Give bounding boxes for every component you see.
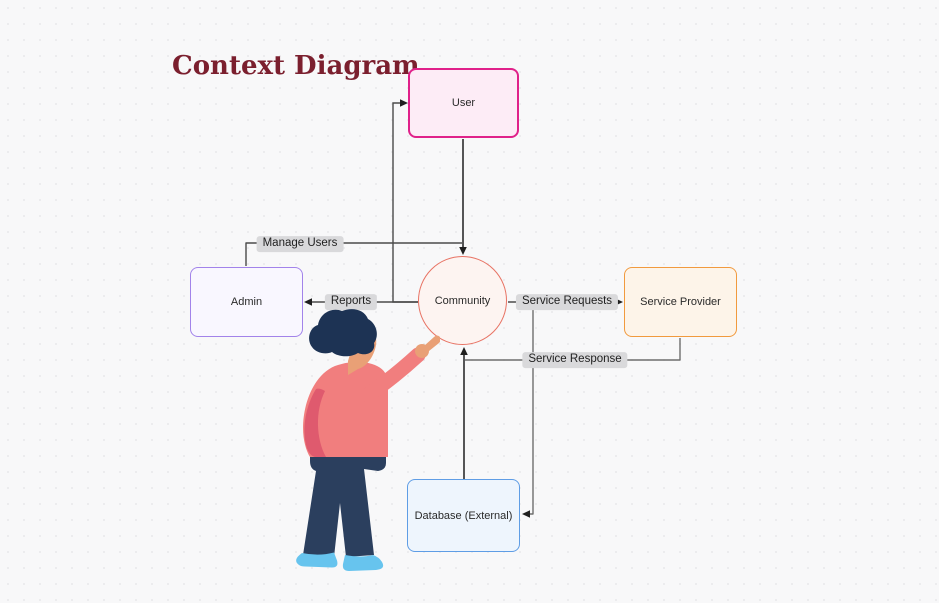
node-service-provider[interactable]: Service Provider	[624, 267, 737, 337]
person-pants	[303, 443, 386, 557]
arrowhead-into-admin	[304, 298, 312, 306]
person-sweater	[303, 361, 388, 457]
arrowhead-into-database	[522, 510, 530, 518]
node-user[interactable]: User	[408, 68, 519, 138]
edge-label-service-response[interactable]: Service Response	[522, 352, 628, 368]
person-illustration[interactable]	[288, 305, 440, 575]
person-sweater-shade	[304, 388, 326, 457]
edge-to-database[interactable]	[528, 303, 534, 515]
person-shoe-left	[296, 552, 338, 568]
edge-label-manage-users[interactable]: Manage Users	[256, 236, 344, 252]
arrowhead-into-user	[400, 99, 408, 107]
node-database[interactable]: Database (External)	[407, 479, 520, 552]
arrowhead-into-community-top	[459, 247, 467, 255]
node-database-label: Database (External)	[414, 509, 513, 522]
edge-label-reports[interactable]: Reports	[324, 294, 378, 310]
edge-label-service-requests[interactable]: Service Requests	[515, 294, 619, 310]
node-user-label: User	[451, 97, 476, 109]
node-admin[interactable]: Admin	[190, 267, 303, 337]
person-arm	[360, 347, 426, 403]
arrowhead-into-community-bottom	[460, 347, 468, 355]
node-community-label: Community	[434, 294, 491, 307]
node-service-provider-label: Service Provider	[640, 296, 721, 308]
person-hair	[309, 309, 377, 357]
node-admin-label: Admin	[230, 296, 263, 308]
person-finger	[424, 335, 440, 351]
diagram-title[interactable]: Context Diagram	[172, 51, 420, 81]
person-shoe-right	[342, 555, 384, 571]
node-community[interactable]: Community	[418, 256, 507, 345]
edge-admin-to-community[interactable]	[245, 242, 462, 266]
